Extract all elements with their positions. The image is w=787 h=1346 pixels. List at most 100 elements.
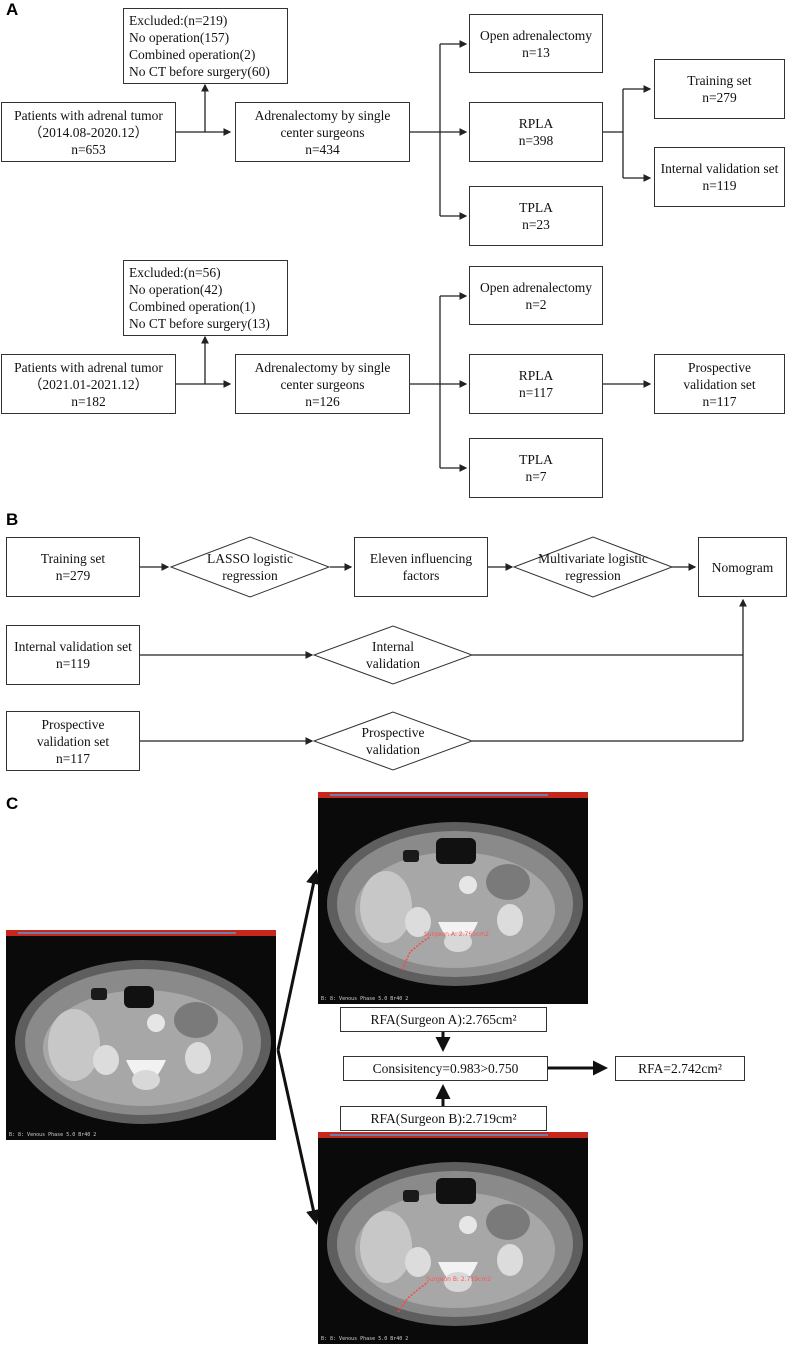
ct-anatomy-image <box>327 822 583 986</box>
box-line: （2021.01-2021.12） <box>28 376 149 392</box>
box-line: factors <box>402 568 440 583</box>
box-line: Prospective <box>41 716 105 732</box>
excluded-line: No CT before surgery(60) <box>129 64 270 79</box>
ct-caption: B: 8: Venous Phase 5.0 Br40 2 <box>321 1336 409 1342</box>
box-line: TPLA <box>519 452 553 467</box>
viewer-toolbar <box>318 1132 588 1138</box>
box-line: validation set <box>36 733 110 749</box>
ct-caption: B: 8: Venous Phase 5.0 Br40 2 <box>321 996 409 1002</box>
excluded-box-cohort1: Excluded:(n=219) No operation(157) Combi… <box>123 8 288 84</box>
tpla-box-cohort1: TPLA n=23 <box>469 186 603 246</box>
roi-label-a: Surgeon A: 2.765cm2 <box>424 931 489 938</box>
training-set-box: Training set n=279 <box>654 59 785 119</box>
box-line: n=2 <box>525 296 547 312</box>
box-line: Nomogram <box>711 559 774 575</box>
box-line: n=182 <box>71 393 106 409</box>
excluded-line: Combined operation(2) <box>129 47 256 62</box>
box-line: n=117 <box>55 750 91 766</box>
internal-validation-diamond: Internal validation <box>314 626 472 684</box>
multivariate-diamond: Multivariate logistic regression <box>514 537 672 597</box>
box-line: Eleven influencing <box>369 551 473 566</box>
box-line: Training set <box>40 551 106 566</box>
box-line: n=13 <box>522 44 550 60</box>
b-training-set-box: Training set n=279 <box>6 537 140 597</box>
box-line: Patients with adrenal tumor <box>14 107 163 123</box>
rfa-surgeon-a-box: RFA(Surgeon A):2.765cm² <box>340 1007 547 1032</box>
lasso-diamond: LASSO logistic regression <box>171 537 329 597</box>
tpla-box-cohort2: TPLA n=7 <box>469 438 603 498</box>
box-line: n=117 <box>702 393 737 409</box>
ct-anatomy-image <box>327 1162 583 1326</box>
box-line: TPLA <box>519 200 553 215</box>
rfa-surgeon-a-text: RFA(Surgeon A):2.765cm² <box>370 1012 517 1027</box>
box-line: n=279 <box>702 90 737 105</box>
ct-caption: B: 8: Venous Phase 5.0 Br40 2 <box>9 1132 97 1138</box>
excluded-line: Excluded:(n=56) <box>129 265 221 280</box>
ct-scan-original: B: 8: Venous Phase 5.0 Br40 2 <box>6 930 276 1140</box>
rfa-surgeon-b-text: RFA(Surgeon B):2.719cm² <box>370 1111 517 1126</box>
box-line: n=398 <box>518 133 554 148</box>
eleven-factors-box: Eleven influencing factors <box>354 537 488 597</box>
box-line: n=7 <box>525 469 547 484</box>
diamond-line: regression <box>565 568 621 583</box>
patients-box-cohort2: Patients with adrenal tumor （2021.01-202… <box>1 354 176 414</box>
b-prospective-validation-set-box: Prospective validation set n=117 <box>6 711 140 771</box>
diamond-line: regression <box>222 568 278 583</box>
box-line: n=23 <box>522 217 550 232</box>
box-line: RPLA <box>518 116 554 131</box>
box-line: Internal validation set <box>660 161 779 176</box>
excluded-line: No operation(42) <box>129 282 223 297</box>
ct-scan-surgeon-b: Surgeon B: 2.719cm2 B: 8: Venous Phase 5… <box>318 1132 588 1344</box>
diamond-line: Internal <box>372 639 414 654</box>
box-line: Open adrenalectomy <box>479 27 593 43</box>
internal-validation-set-box: Internal validation set n=119 <box>654 147 785 207</box>
rfa-surgeon-b-box: RFA(Surgeon B):2.719cm² <box>340 1106 547 1131</box>
box-line: n=126 <box>305 393 340 409</box>
surgery-box-cohort1: Adrenalectomy by single center surgeons … <box>235 102 410 162</box>
prospective-validation-set-box: Prospective validation set n=117 <box>654 354 785 414</box>
rfa-final-text: RFA=2.742cm² <box>638 1061 722 1076</box>
consistency-text: Consisitency=0.983>0.750 <box>372 1061 519 1076</box>
box-line: Training set <box>687 73 752 88</box>
box-line: Adrenalectomy by single <box>254 107 391 123</box>
diamond-line: Prospective <box>361 725 425 740</box>
excluded-line: No CT before surgery(13) <box>129 316 270 331</box>
box-line: n=279 <box>55 568 91 583</box>
box-line: validation set <box>683 376 756 392</box>
diamond-line: validation <box>366 742 420 757</box>
ct-anatomy-image <box>15 960 271 1124</box>
excluded-line: Combined operation(1) <box>129 299 256 314</box>
box-line: RPLA <box>518 368 554 383</box>
ct-scan-surgeon-a: Surgeon A: 2.765cm2 B: 8: Venous Phase 5… <box>318 792 588 1004</box>
box-line: center surgeons <box>280 376 365 392</box>
panel-label-c: C <box>6 794 19 813</box>
nomogram-box: Nomogram <box>698 537 787 597</box>
rfa-final-box: RFA=2.742cm² <box>615 1056 745 1081</box>
rpla-box-cohort1: RPLA n=398 <box>469 102 603 162</box>
excluded-box-cohort2: Excluded:(n=56) No operation(42) Combine… <box>123 260 288 336</box>
box-line: Internal validation set <box>14 639 132 654</box>
b-internal-validation-set-box: Internal validation set n=119 <box>6 625 140 685</box>
box-line: n=119 <box>702 178 737 193</box>
box-line: center surgeons <box>280 124 365 140</box>
box-line: （2014.08-2020.12） <box>28 124 149 140</box>
box-line: n=119 <box>55 656 91 671</box>
panel-label-b: B <box>6 510 19 529</box>
box-line: Prospective <box>688 359 751 375</box>
box-line: n=434 <box>305 141 340 157</box>
box-line: n=117 <box>518 385 554 400</box>
patients-box-cohort1: Patients with adrenal tumor （2014.08-202… <box>1 102 176 162</box>
box-line: Patients with adrenal tumor <box>14 359 163 375</box>
excluded-line: No operation(157) <box>129 30 230 45</box>
excluded-line: Excluded:(n=219) <box>129 13 228 28</box>
viewer-toolbar <box>6 930 276 936</box>
box-line: Open adrenalectomy <box>479 279 593 295</box>
open-adrenalectomy-box-cohort2: Open adrenalectomy n=2 <box>469 266 603 325</box>
consistency-box: Consisitency=0.983>0.750 <box>343 1056 548 1081</box>
viewer-toolbar <box>318 792 588 798</box>
prospective-validation-diamond: Prospective validation <box>314 712 472 770</box>
rpla-box-cohort2: RPLA n=117 <box>469 354 603 414</box>
diamond-line: validation <box>366 656 420 671</box>
